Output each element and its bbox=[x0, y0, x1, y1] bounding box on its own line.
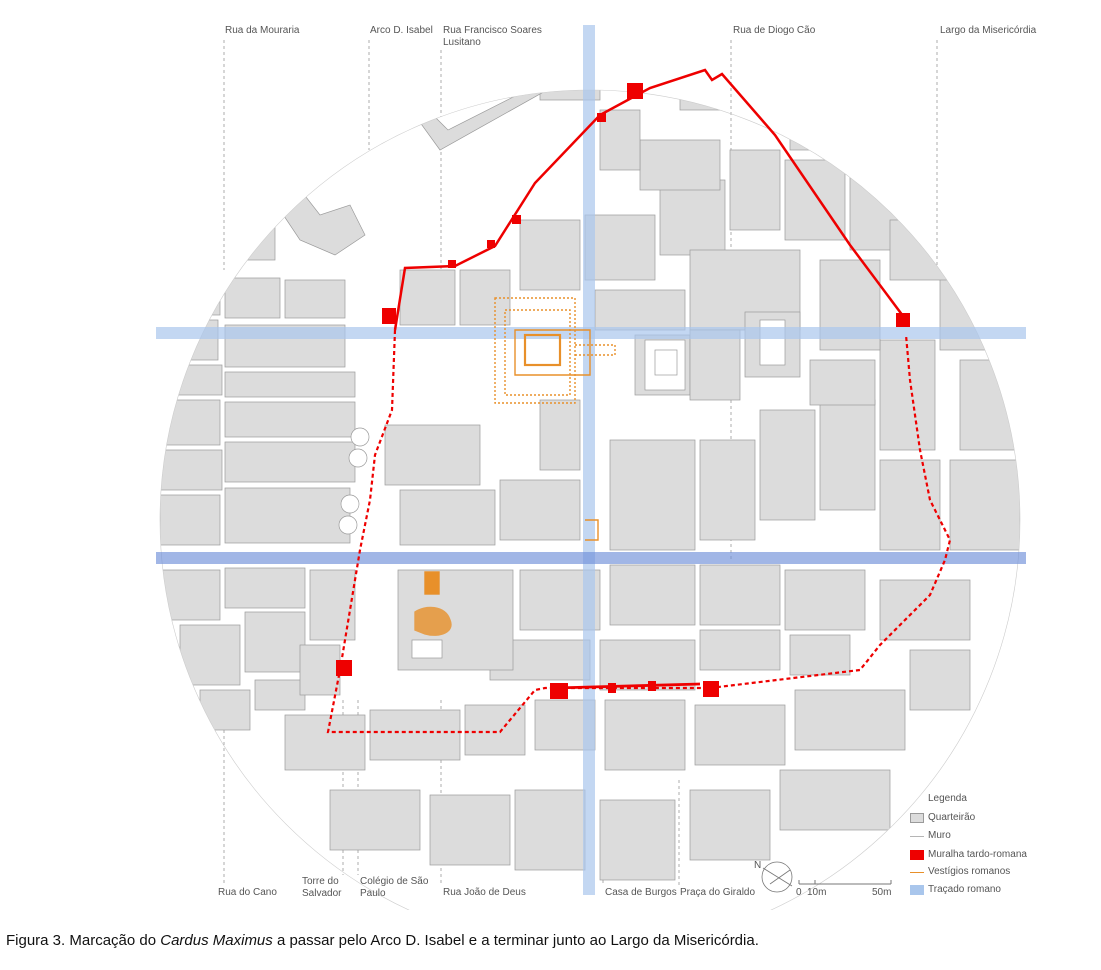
legend-item-muro: Muro bbox=[905, 830, 1045, 842]
north-label: N bbox=[754, 860, 762, 871]
map-canvas bbox=[156, 25, 1026, 951]
scale-label-0: 0 bbox=[796, 887, 802, 898]
street-label-colegio-de-sao-paulo: Colégio de São Paulo bbox=[360, 876, 429, 899]
roman-street-tracing bbox=[156, 25, 1026, 895]
street-label-praca-do-giraldo: Praça do Giraldo bbox=[680, 887, 756, 898]
figure-caption: Figura 3. Marcação do Cardus Maximus a p… bbox=[6, 932, 759, 949]
legend-label: Quarteirão bbox=[928, 812, 976, 823]
legend-swatch-wall bbox=[910, 836, 924, 837]
scale-label-10m: 10m bbox=[807, 887, 827, 898]
legend-swatch-roman-street bbox=[910, 885, 924, 895]
legend-label: Traçado romano bbox=[928, 884, 1001, 895]
scale-bar: 0 10m 50m bbox=[795, 876, 895, 900]
legend-swatch-remains bbox=[910, 872, 924, 873]
legend-item-muralha: Muralha tardo-romana bbox=[905, 849, 1045, 861]
legend-label: Muralha tardo-romana bbox=[928, 849, 1027, 860]
street-label-torre-do-salvador: Torre do Salvador bbox=[302, 876, 342, 899]
legend-item-vestigios: Vestígios romanos bbox=[905, 866, 1045, 878]
street-label-rua-da-mouraria: Rua da Mouraria bbox=[225, 25, 300, 36]
scale-bar-graphic bbox=[798, 880, 892, 885]
roman-remains bbox=[414, 297, 616, 636]
caption-prefix: Figura 3. Marcação do bbox=[6, 932, 161, 949]
wall-towers bbox=[336, 83, 910, 699]
legend-label: Muro bbox=[928, 830, 951, 841]
legend-item-quarteirao: Quarteirão bbox=[905, 812, 1045, 824]
scale-label-50m: 50m bbox=[872, 887, 892, 898]
north-arrow bbox=[761, 861, 793, 893]
legend-swatch-roman-wall bbox=[910, 850, 924, 860]
legend-label: Vestígios romanos bbox=[928, 866, 1011, 877]
caption-suffix: a passar pelo Arco D. Isabel e a termina… bbox=[272, 932, 759, 949]
street-label-rua-joao-de-deus: Rua João de Deus bbox=[443, 887, 526, 898]
legend-swatch-block bbox=[910, 813, 924, 823]
legend-title: Legenda bbox=[928, 793, 967, 804]
street-label-largo-da-misericordia: Largo da Misericórdia bbox=[940, 25, 1037, 36]
street-label-arco-d-isabel: Arco D. Isabel bbox=[370, 25, 433, 36]
map-figure bbox=[156, 25, 1026, 951]
city-blocks bbox=[160, 90, 1020, 881]
street-label-casa-de-burgos: Casa de Burgos bbox=[605, 887, 677, 898]
street-label-rua-de-diogo-cao: Rua de Diogo Cão bbox=[733, 25, 816, 36]
street-label-rua-do-cano: Rua do Cano bbox=[218, 887, 277, 898]
street-label-rua-francisco-soares-lusitano: Rua Francisco Soares Lusitano bbox=[443, 25, 542, 48]
legend-item-tracado: Traçado romano bbox=[905, 884, 1045, 896]
caption-emphasis: Cardus Maximus bbox=[160, 932, 273, 949]
